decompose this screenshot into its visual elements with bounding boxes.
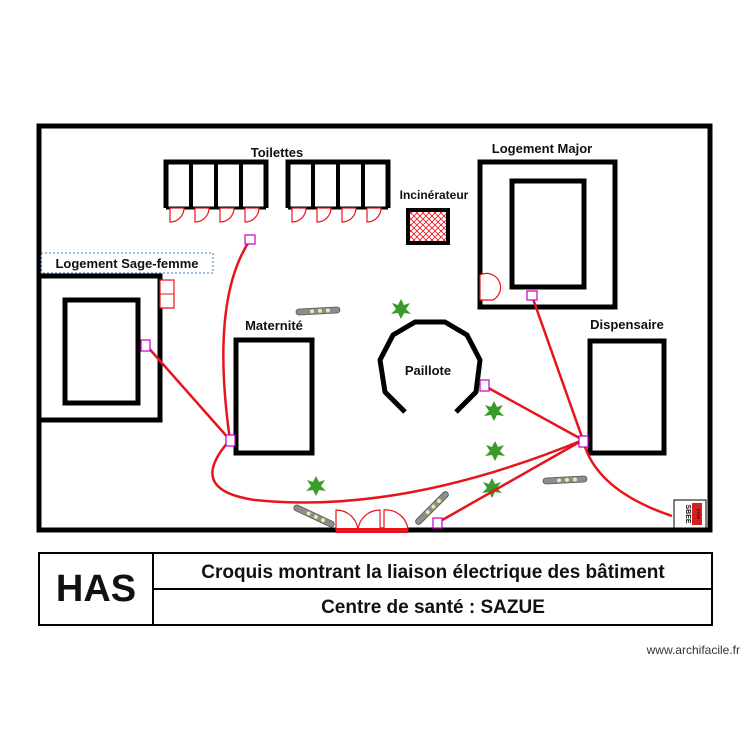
label-toilettes: Toilettes	[251, 145, 304, 160]
entrance-gate	[335, 509, 409, 533]
street-lamp	[415, 491, 449, 525]
label-logement-sage-femme: Logement Sage-femme	[55, 256, 198, 271]
socket-icon	[432, 517, 443, 529]
street-lamp	[542, 475, 588, 485]
title-block: HAS Croquis montrant la liaison électriq…	[38, 552, 713, 626]
selection-box	[40, 252, 214, 274]
paillote	[377, 319, 483, 414]
title-main: Croquis montrant la liaison électrique d…	[201, 562, 665, 583]
wire-toilettes-maternite	[222, 239, 252, 441]
toilettes-block-left	[163, 159, 269, 223]
title-subtitle: Centre de santé : SAZUE	[321, 597, 545, 618]
label-paillote: Paillote	[405, 363, 451, 378]
wire-sagefemme-maternite	[145, 344, 231, 441]
electrical-wiring	[145, 239, 673, 525]
socket-icon	[140, 339, 151, 352]
sbee-meter-panel: SBEE STOP	[673, 499, 707, 529]
logement-major	[477, 159, 618, 310]
wire-paillote-dispensaire	[482, 383, 584, 442]
tree-icon	[306, 476, 326, 496]
label-logement-major: Logement Major	[492, 141, 592, 156]
logement-sage-femme	[36, 273, 175, 423]
panel-label: SBEE	[684, 504, 691, 523]
wire-dispensaire-gate	[436, 438, 584, 525]
panel-small-label: STOP	[696, 509, 701, 520]
socket-icon	[578, 435, 589, 448]
socket-icon	[526, 290, 538, 301]
label-maternite: Maternité	[245, 318, 303, 333]
toilettes-block-right	[285, 159, 391, 223]
wire-maternite-dispensaire	[211, 438, 584, 504]
socket-icon	[225, 434, 236, 447]
wire-dispensaire-sbee	[581, 439, 673, 518]
electrical-sockets	[140, 234, 589, 529]
tree-icon	[484, 401, 504, 421]
label-dispensaire: Dispensaire	[590, 317, 664, 332]
label-incinerateur: Incinérateur	[400, 188, 469, 202]
wire-major-dispensaire	[530, 295, 585, 441]
title-logo: HAS	[56, 568, 136, 610]
tree-icon	[485, 441, 505, 461]
street-lamp	[293, 504, 335, 528]
socket-icon	[479, 379, 490, 392]
watermark: www.archifacile.fr	[646, 643, 740, 657]
socket-icon	[244, 234, 256, 245]
dispensaire	[587, 338, 667, 456]
tree-icon	[482, 478, 502, 498]
street-lamp	[295, 306, 341, 316]
maternite	[233, 337, 315, 456]
incinerateur	[406, 208, 450, 245]
tree-icon	[391, 299, 411, 319]
